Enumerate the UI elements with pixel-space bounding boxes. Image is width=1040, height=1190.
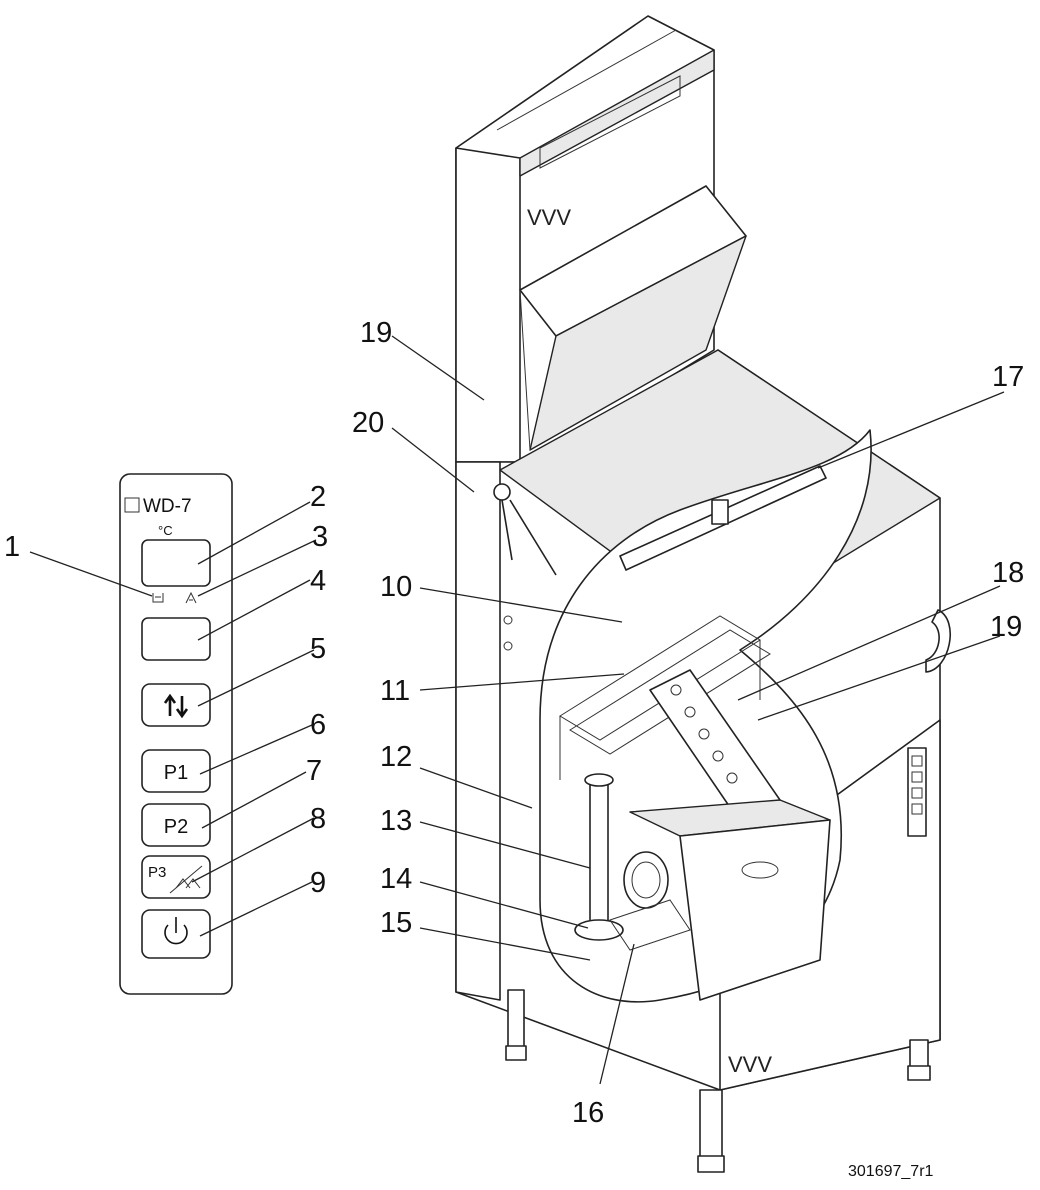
callout-18: 18: [992, 557, 1024, 589]
drawing-reference: 301697_7r1: [848, 1163, 934, 1180]
temperature-display: [141, 539, 211, 587]
p1-label: P1: [164, 762, 188, 784]
callout-1: 1: [4, 531, 20, 563]
callout-7: 7: [306, 755, 322, 787]
model-label: WD-7: [143, 496, 192, 517]
second-display: [141, 617, 211, 661]
callout-19-lower: 19: [990, 611, 1022, 643]
rinse-icon: [185, 591, 197, 604]
callout-13: 13: [380, 805, 412, 837]
callout-14: 14: [380, 863, 412, 895]
callout-19-upper: 19: [360, 317, 392, 349]
callout-15: 15: [380, 907, 412, 939]
callout-16: 16: [572, 1097, 604, 1129]
p1-button[interactable]: P1: [141, 749, 211, 793]
p2-button[interactable]: P2: [141, 803, 211, 847]
callout-6: 6: [310, 709, 326, 741]
callout-8: 8: [310, 803, 326, 835]
callout-2: 2: [310, 481, 326, 513]
callout-9: 9: [310, 867, 326, 899]
callout-20: 20: [352, 407, 384, 439]
power-icon: [164, 917, 188, 945]
spray-icon: [175, 878, 201, 889]
dishwasher-machine: VVV: [455, 15, 951, 1173]
arrows-updown-icon: [163, 693, 189, 719]
control-panel: WD-7 °C P1: [119, 473, 233, 995]
p2-label: P2: [164, 816, 188, 838]
callout-12: 12: [380, 741, 412, 773]
leader-lines: [29, 335, 1005, 1085]
p3-button[interactable]: P3: [141, 855, 211, 899]
temperature-unit-label: °C: [158, 523, 173, 538]
power-button[interactable]: [141, 909, 211, 959]
callout-11: 11: [380, 675, 410, 707]
brand-logo-bottom: VVV: [728, 1052, 772, 1077]
tank-icon: [152, 593, 164, 603]
p3-label: P3: [148, 864, 166, 881]
callout-3: 3: [312, 521, 328, 553]
callout-17: 17: [992, 361, 1024, 393]
callout-numbers: 1 2 3 4 5 6 7 8 9 10 11 12 13 14 15 16 1…: [4, 317, 1024, 1129]
callout-4: 4: [310, 565, 326, 597]
model-checkbox: [124, 497, 140, 513]
callout-10: 10: [380, 571, 412, 603]
select-button[interactable]: [141, 683, 211, 727]
callout-5: 5: [310, 633, 326, 665]
brand-logo-top: VVV: [527, 205, 571, 230]
